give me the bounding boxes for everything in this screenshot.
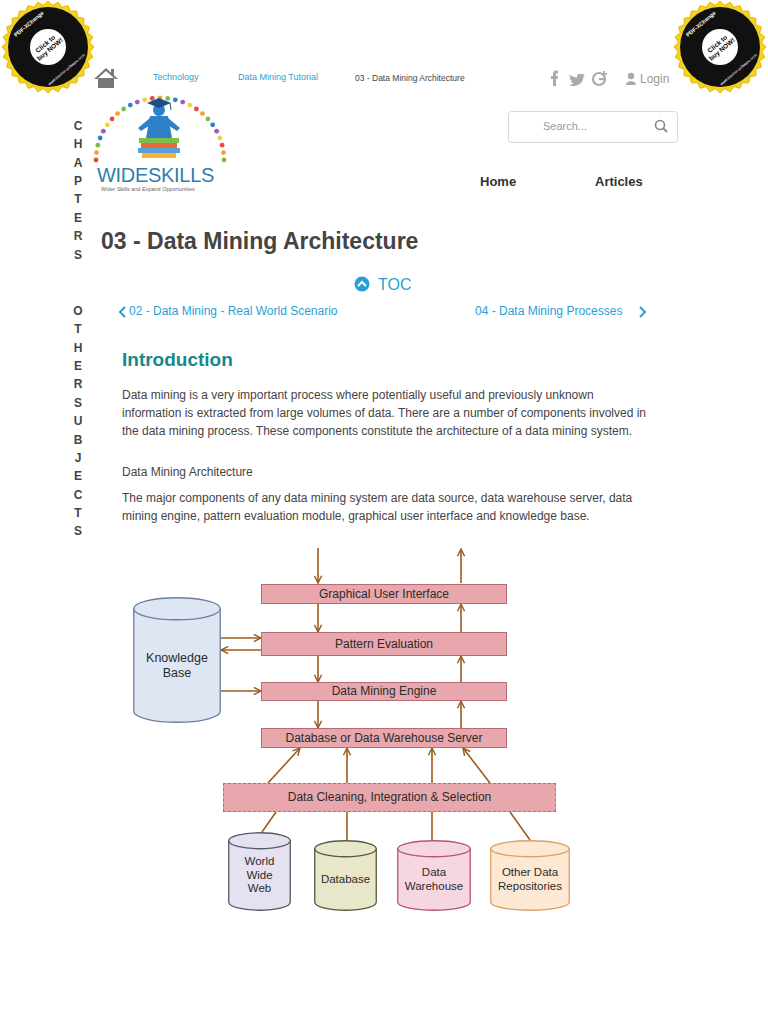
breadcrumb-link: Data Mining Tutorial (238, 72, 318, 83)
toc-icon (355, 277, 370, 292)
data-flow-arrow (317, 656, 319, 682)
data-flow-arrow (510, 812, 530, 840)
section-heading: Introduction (122, 349, 233, 372)
process-box: Database or Data Warehouse Server (261, 728, 507, 748)
node-label: Data Cleaning, Integration & Selection (288, 790, 491, 804)
prev-link: 02 - Data Mining - Real World Scenario (129, 304, 338, 318)
output-arrow (460, 549, 462, 583)
source-cylinder: Other Data Repositories (490, 840, 570, 911)
toc-link: TOC (378, 275, 411, 294)
data-flow-arrow (460, 701, 462, 728)
sub-heading: Data Mining Architecture (122, 465, 253, 479)
source-cylinder: Database (314, 840, 377, 911)
data-flow-arrow (431, 748, 433, 783)
data-flow-arrow (317, 701, 319, 728)
input-arrow (317, 548, 319, 583)
logo-figure (138, 98, 180, 158)
paragraph: Data mining is a very important process … (122, 386, 652, 441)
logo-tagline: Wider Skills and Expand Opportunities (101, 186, 195, 193)
node-label: Data Warehouse (403, 866, 465, 894)
paragraph: The major components of any data mining … (122, 489, 652, 525)
node-label: Graphical User Interface (319, 587, 449, 601)
data-flow-arrow (268, 748, 300, 783)
breadcrumb-link: Technology (153, 72, 199, 83)
logo-arch (94, 96, 227, 163)
page-title: 03 - Data Mining Architecture (101, 228, 418, 255)
source-cylinder: World Wide Web (228, 832, 291, 911)
data-flow-arrow (463, 748, 490, 783)
breadcrumb-current: 03 - Data Mining Architecture (355, 73, 465, 83)
badge (2, 1, 94, 93)
login-link: Login (640, 72, 669, 86)
search-box (509, 112, 678, 143)
node-label: Pattern Evaluation (335, 637, 433, 651)
next-link: 04 - Data Mining Processes (475, 304, 622, 318)
side-menu: CHAPTERS (71, 117, 85, 264)
home-icon (94, 68, 118, 88)
prev-chevron (120, 307, 125, 317)
side-menu: OTHER SUBJECTS (71, 302, 85, 541)
node-label: Data Mining Engine (332, 684, 437, 698)
node-label: Database (321, 873, 370, 887)
data-flow-arrow (221, 690, 261, 692)
data-flow-arrow (346, 812, 348, 840)
node-label: Other Data Repositories (496, 866, 564, 894)
knowledge-cylinder: Knowledge Base (133, 597, 221, 723)
data-flow-arrow (346, 748, 348, 783)
node-label: World Wide Web (236, 855, 283, 896)
data-flow-arrow (460, 604, 462, 632)
data-flow-arrow (221, 649, 261, 651)
process-box: Pattern Evaluation (261, 632, 507, 656)
data-flow-arrow (262, 812, 276, 832)
source-cylinder: Data Warehouse (397, 840, 471, 911)
search-placeholder: Search... (543, 120, 587, 133)
next-chevron (640, 307, 645, 317)
data-flow-arrow (317, 604, 319, 632)
nav-link: Home (480, 174, 516, 190)
social-icons (551, 71, 636, 87)
logo-name: WIDESKILLS (97, 163, 214, 187)
nav-link: Articles (595, 174, 643, 190)
data-flow-arrow (221, 637, 261, 639)
preprocess-band: Data Cleaning, Integration & Selection (223, 783, 556, 812)
process-box: Graphical User Interface (261, 584, 507, 604)
process-box: Data Mining Engine (261, 682, 507, 701)
node-label: Database or Data Warehouse Server (286, 731, 483, 745)
data-flow-arrow (460, 656, 462, 682)
node-label: Knowledge Base (141, 651, 213, 681)
badge (674, 1, 766, 93)
data-flow-arrow (431, 812, 433, 840)
